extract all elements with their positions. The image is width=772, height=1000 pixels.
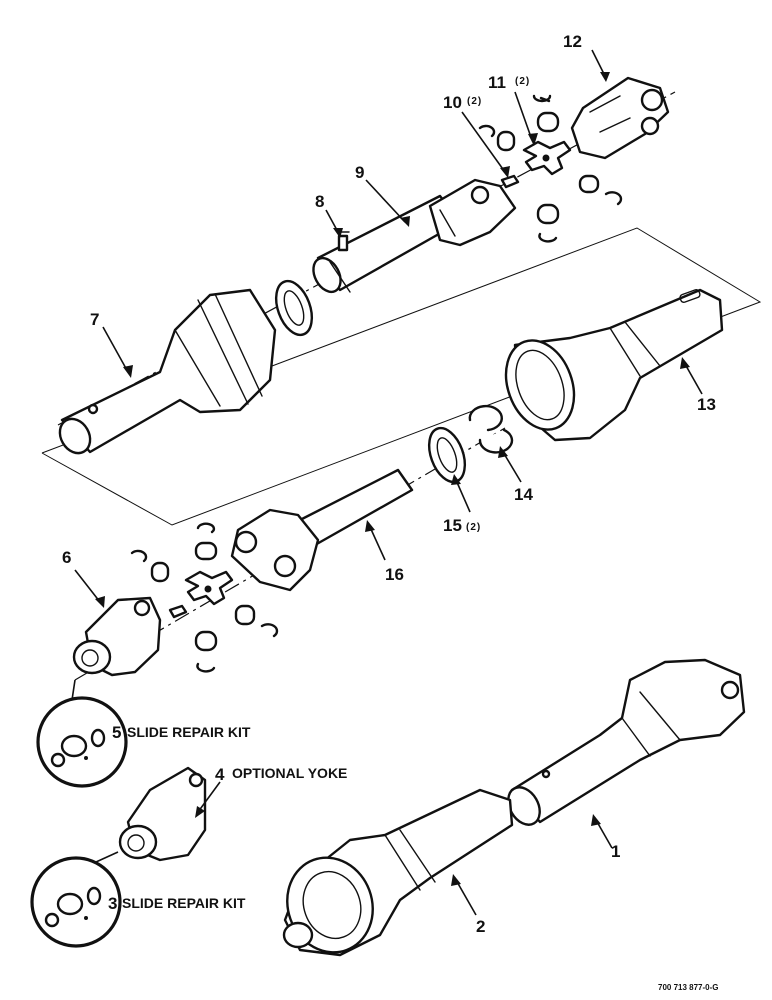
- callout-2: 2: [476, 917, 485, 936]
- callout-8: 8: [315, 192, 324, 211]
- bearing-ring-outer-shield: [274, 279, 314, 337]
- callout-15: 15: [443, 516, 462, 535]
- part-15-bearing-ring: [427, 426, 467, 484]
- part-1-outer-half-assembly: [507, 658, 746, 826]
- callout-12: 12: [563, 32, 582, 51]
- detail-circle-5: [36, 679, 128, 788]
- part-11-cross-and-bearings-top: [478, 94, 623, 243]
- part-14-snap-ring: [468, 404, 514, 454]
- dashed-reference-plane: [41, 227, 762, 526]
- callout-6: 6: [62, 548, 71, 567]
- callout-10: 10: [443, 93, 462, 112]
- leader-lines: [74, 49, 703, 916]
- part-4-optional-yoke: [118, 766, 207, 862]
- callout-labels: 12 11 (2) 10 (2) 9 8 7 13 14 15 (2) 16 6…: [62, 32, 719, 992]
- part-2-inner-half-assembly: [282, 788, 514, 957]
- part-13-inner-shield: [504, 288, 724, 442]
- part-10-grease-zerk-top: [500, 174, 520, 189]
- callout-5: 5: [112, 723, 121, 742]
- caption-optional-yoke: OPTIONAL YOKE: [232, 765, 347, 781]
- caption-slide-repair-kit-5: SLIDE REPAIR KIT: [127, 724, 251, 740]
- callout-7: 7: [90, 310, 99, 329]
- callout-3: 3: [108, 894, 117, 913]
- drawing-number: 700 713 877-0-G: [658, 983, 719, 992]
- callout-11-qty: (2): [515, 76, 530, 87]
- callout-4: 4: [215, 765, 225, 784]
- cross-and-bearings-middle: [130, 522, 279, 673]
- part-9-inner-shaft-yoke: [312, 178, 517, 294]
- part-12-yoke: [570, 76, 670, 160]
- callout-1: 1: [611, 842, 620, 861]
- detail-circle-3: [30, 851, 122, 948]
- callout-9: 9: [355, 163, 364, 182]
- caption-slide-repair-kit-3: SLIDE REPAIR KIT: [122, 895, 246, 911]
- callout-13: 13: [697, 395, 716, 414]
- callout-16: 16: [385, 565, 404, 584]
- callout-14: 14: [514, 485, 533, 504]
- part-7-outer-shield: [58, 288, 277, 455]
- callout-15-qty: (2): [466, 522, 481, 533]
- callout-10-qty: (2): [467, 96, 482, 107]
- callout-11: 11: [488, 73, 506, 92]
- part-6-yoke: [72, 596, 162, 677]
- part-16-shaft-yoke: [230, 468, 414, 592]
